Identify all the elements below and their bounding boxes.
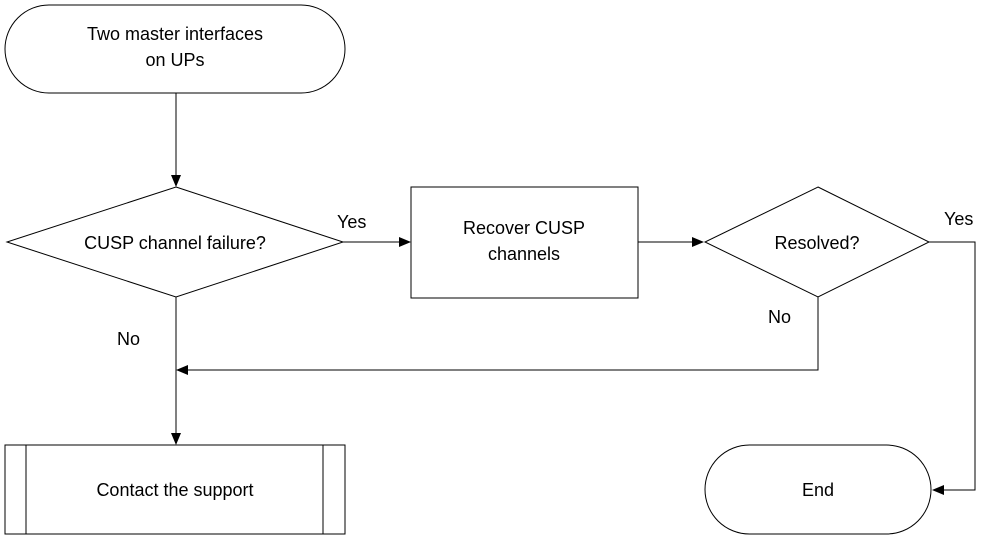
- decision-resolved: Resolved?: [703, 186, 931, 298]
- edge-resolved-yes-line: [929, 241, 976, 491]
- edge-resolved-yes-label: Yes: [944, 209, 973, 229]
- start-terminator-shape: [4, 4, 346, 94]
- decision-cusp-channel-failure: CUSP channel failure?: [5, 186, 345, 298]
- process-recover-shape: [410, 186, 639, 299]
- end-terminator: End: [704, 444, 932, 535]
- edge-start-to-decision-arrowhead: [171, 175, 181, 187]
- process-contact-shape: [4, 444, 346, 535]
- edge-resolved-no: No: [176, 297, 819, 375]
- edge-start-to-decision: [171, 93, 181, 187]
- process-recover-line-2: channels: [488, 244, 560, 264]
- edge-cusp-no-arrowhead: [171, 433, 181, 445]
- edge-cusp-yes-arrowhead: [399, 237, 411, 247]
- edge-recover-to-resolved-arrowhead: [692, 237, 704, 247]
- start-terminator-line-1: Two master interfaces: [87, 24, 263, 44]
- decision-resolved-label: Resolved?: [774, 233, 859, 253]
- edge-resolved-yes-arrowhead: [932, 485, 944, 495]
- process-recover-line-1: Recover CUSP: [463, 218, 585, 238]
- edge-resolved-no-arrowhead: [176, 365, 188, 375]
- edge-cusp-yes: Yes: [337, 212, 411, 247]
- edge-resolved-yes: Yes: [929, 209, 976, 495]
- edge-cusp-yes-label: Yes: [337, 212, 366, 232]
- edge-cusp-no-label: No: [117, 329, 140, 349]
- start-terminator: Two master interfaces on UPs: [4, 4, 346, 94]
- edge-resolved-no-label: No: [768, 307, 791, 327]
- edge-cusp-no: No: [117, 297, 181, 445]
- start-terminator-line-2: on UPs: [145, 50, 204, 70]
- process-recover-cusp: Recover CUSP channels: [410, 186, 639, 299]
- end-terminator-label: End: [802, 480, 834, 500]
- decision-cusp-label: CUSP channel failure?: [84, 233, 266, 253]
- process-contact-label: Contact the support: [96, 480, 253, 500]
- edge-recover-to-resolved: [638, 237, 704, 247]
- end-terminator-shape: [704, 444, 932, 535]
- edge-resolved-no-line: [188, 297, 819, 371]
- process-contact-support: Contact the support: [4, 444, 346, 535]
